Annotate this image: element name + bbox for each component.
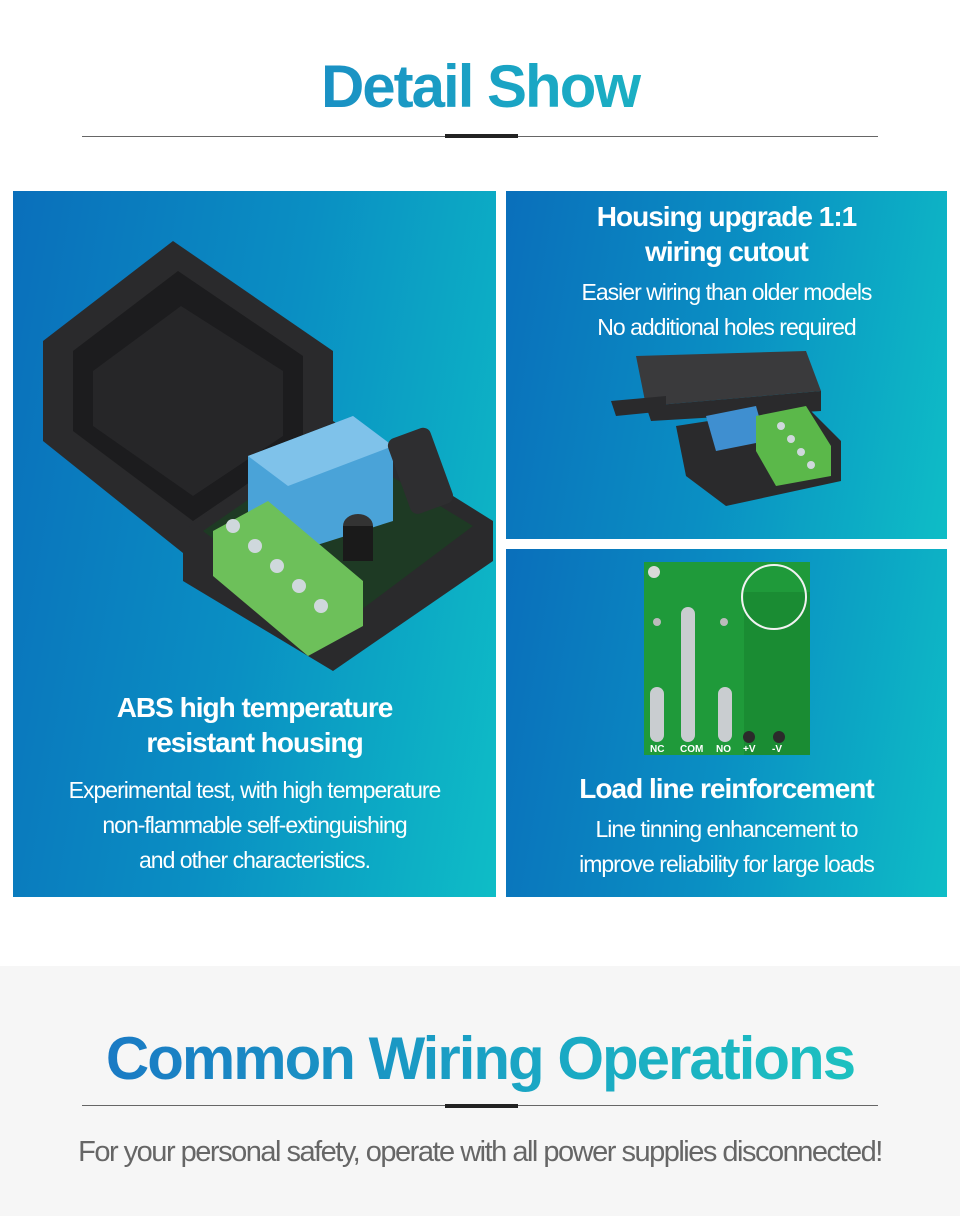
panel3-heading: Load line reinforcement	[506, 771, 947, 806]
panel2-heading: Housing upgrade 1:1 wiring cutout	[506, 199, 947, 269]
panel-load-line: NC COM NO +V -V Load line reinforcement …	[506, 549, 947, 897]
panel1-heading-line1: ABS high temperature	[116, 692, 394, 723]
title-word-common: Common	[105, 1025, 354, 1092]
panel1-body-line1: Experimental test, with high temperature	[68, 777, 442, 803]
svg-text:+V: +V	[743, 744, 756, 755]
panel2-body: Easier wiring than older models No addit…	[506, 275, 947, 345]
panel1-body-line2: non-flammable self-extinguishing	[102, 812, 407, 838]
panel-abs-housing: ABS high temperature resistant housing E…	[13, 191, 496, 897]
svg-text:NC: NC	[650, 744, 664, 755]
safety-note: For your personal safety, operate with a…	[78, 1136, 883, 1168]
title-word-operations: Operations	[557, 1025, 855, 1092]
relay-receiver-closed-case-image	[611, 351, 841, 506]
pcb-back-traces-image: NC COM NO +V -V	[644, 562, 810, 755]
panel1-heading-line2: resistant housing	[146, 727, 363, 758]
title-divider-accent	[445, 134, 518, 138]
panel1-body-line3: and other characteristics.	[139, 847, 371, 873]
title-word-wiring: Wiring	[368, 1025, 543, 1092]
panel3-body-line1: Line tinning enhancement to	[595, 816, 859, 842]
svg-text:NO: NO	[716, 744, 731, 755]
wiring-section-background	[0, 966, 960, 1216]
detail-show-title: Detail Show	[0, 52, 960, 121]
panel1-body: Experimental test, with high temperature…	[13, 773, 496, 878]
panel2-heading-line1: Housing upgrade 1:1	[596, 201, 857, 232]
panel2-body-line2: No additional holes required	[597, 314, 856, 340]
panel-wiring-cutout: Housing upgrade 1:1 wiring cutout Easier…	[506, 191, 947, 539]
title-word-detail: Detail	[320, 53, 473, 120]
panel2-body-line1: Easier wiring than older models	[581, 279, 873, 305]
panel3-heading-line1: Load line reinforcement	[579, 773, 874, 804]
panel1-heading: ABS high temperature resistant housing	[13, 690, 496, 760]
wiring-title-divider-accent	[445, 1104, 518, 1108]
svg-text:COM: COM	[680, 744, 703, 755]
title-word-show: Show	[487, 53, 640, 120]
panel3-body: Line tinning enhancement to improve reli…	[506, 812, 947, 882]
svg-text:-V: -V	[772, 744, 782, 755]
relay-receiver-open-case-image	[43, 241, 493, 671]
common-wiring-title: Common Wiring Operations	[0, 1024, 960, 1093]
panel2-heading-line2: wiring cutout	[645, 236, 809, 267]
panel3-body-line2: improve reliability for large loads	[579, 851, 875, 877]
